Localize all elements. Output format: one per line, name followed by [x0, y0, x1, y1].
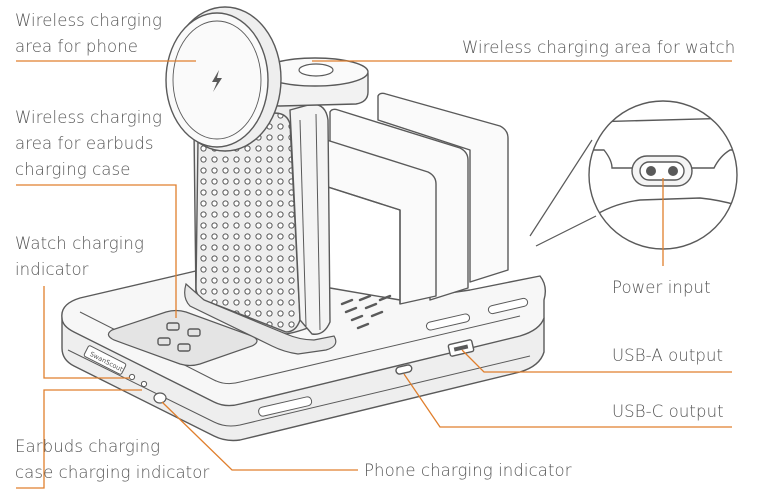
label-watch-area: Wireless charging area for watch — [462, 38, 736, 57]
usb-a-port — [447, 339, 475, 357]
card-slots — [305, 92, 509, 305]
label-watch-indicator: Watch charging indicator — [15, 234, 144, 279]
center-vents — [340, 294, 392, 330]
label-earbuds-indicator: Earbuds charging case charging indicator — [15, 437, 210, 482]
earbuds-pad — [107, 309, 258, 367]
phone-charging-disc — [165, 6, 282, 152]
bolt-icon — [212, 70, 222, 92]
label-earbuds-area: Wireless charging area for earbuds charg… — [15, 108, 162, 179]
label-phone-indicator: Phone charging indicator — [364, 461, 572, 480]
base-vents — [258, 297, 529, 417]
watch-post — [261, 57, 369, 107]
leader-lines — [16, 60, 732, 489]
usb-c-port — [395, 364, 413, 375]
power-input-zoom — [529, 100, 738, 250]
label-power-input: Power input — [612, 278, 711, 297]
phone-stand — [184, 81, 337, 355]
label-usb-a: USB-A output — [612, 346, 724, 365]
label-phone-area: Wireless charging area for phone — [15, 11, 162, 56]
label-usb-c: USB-C output — [612, 402, 724, 421]
